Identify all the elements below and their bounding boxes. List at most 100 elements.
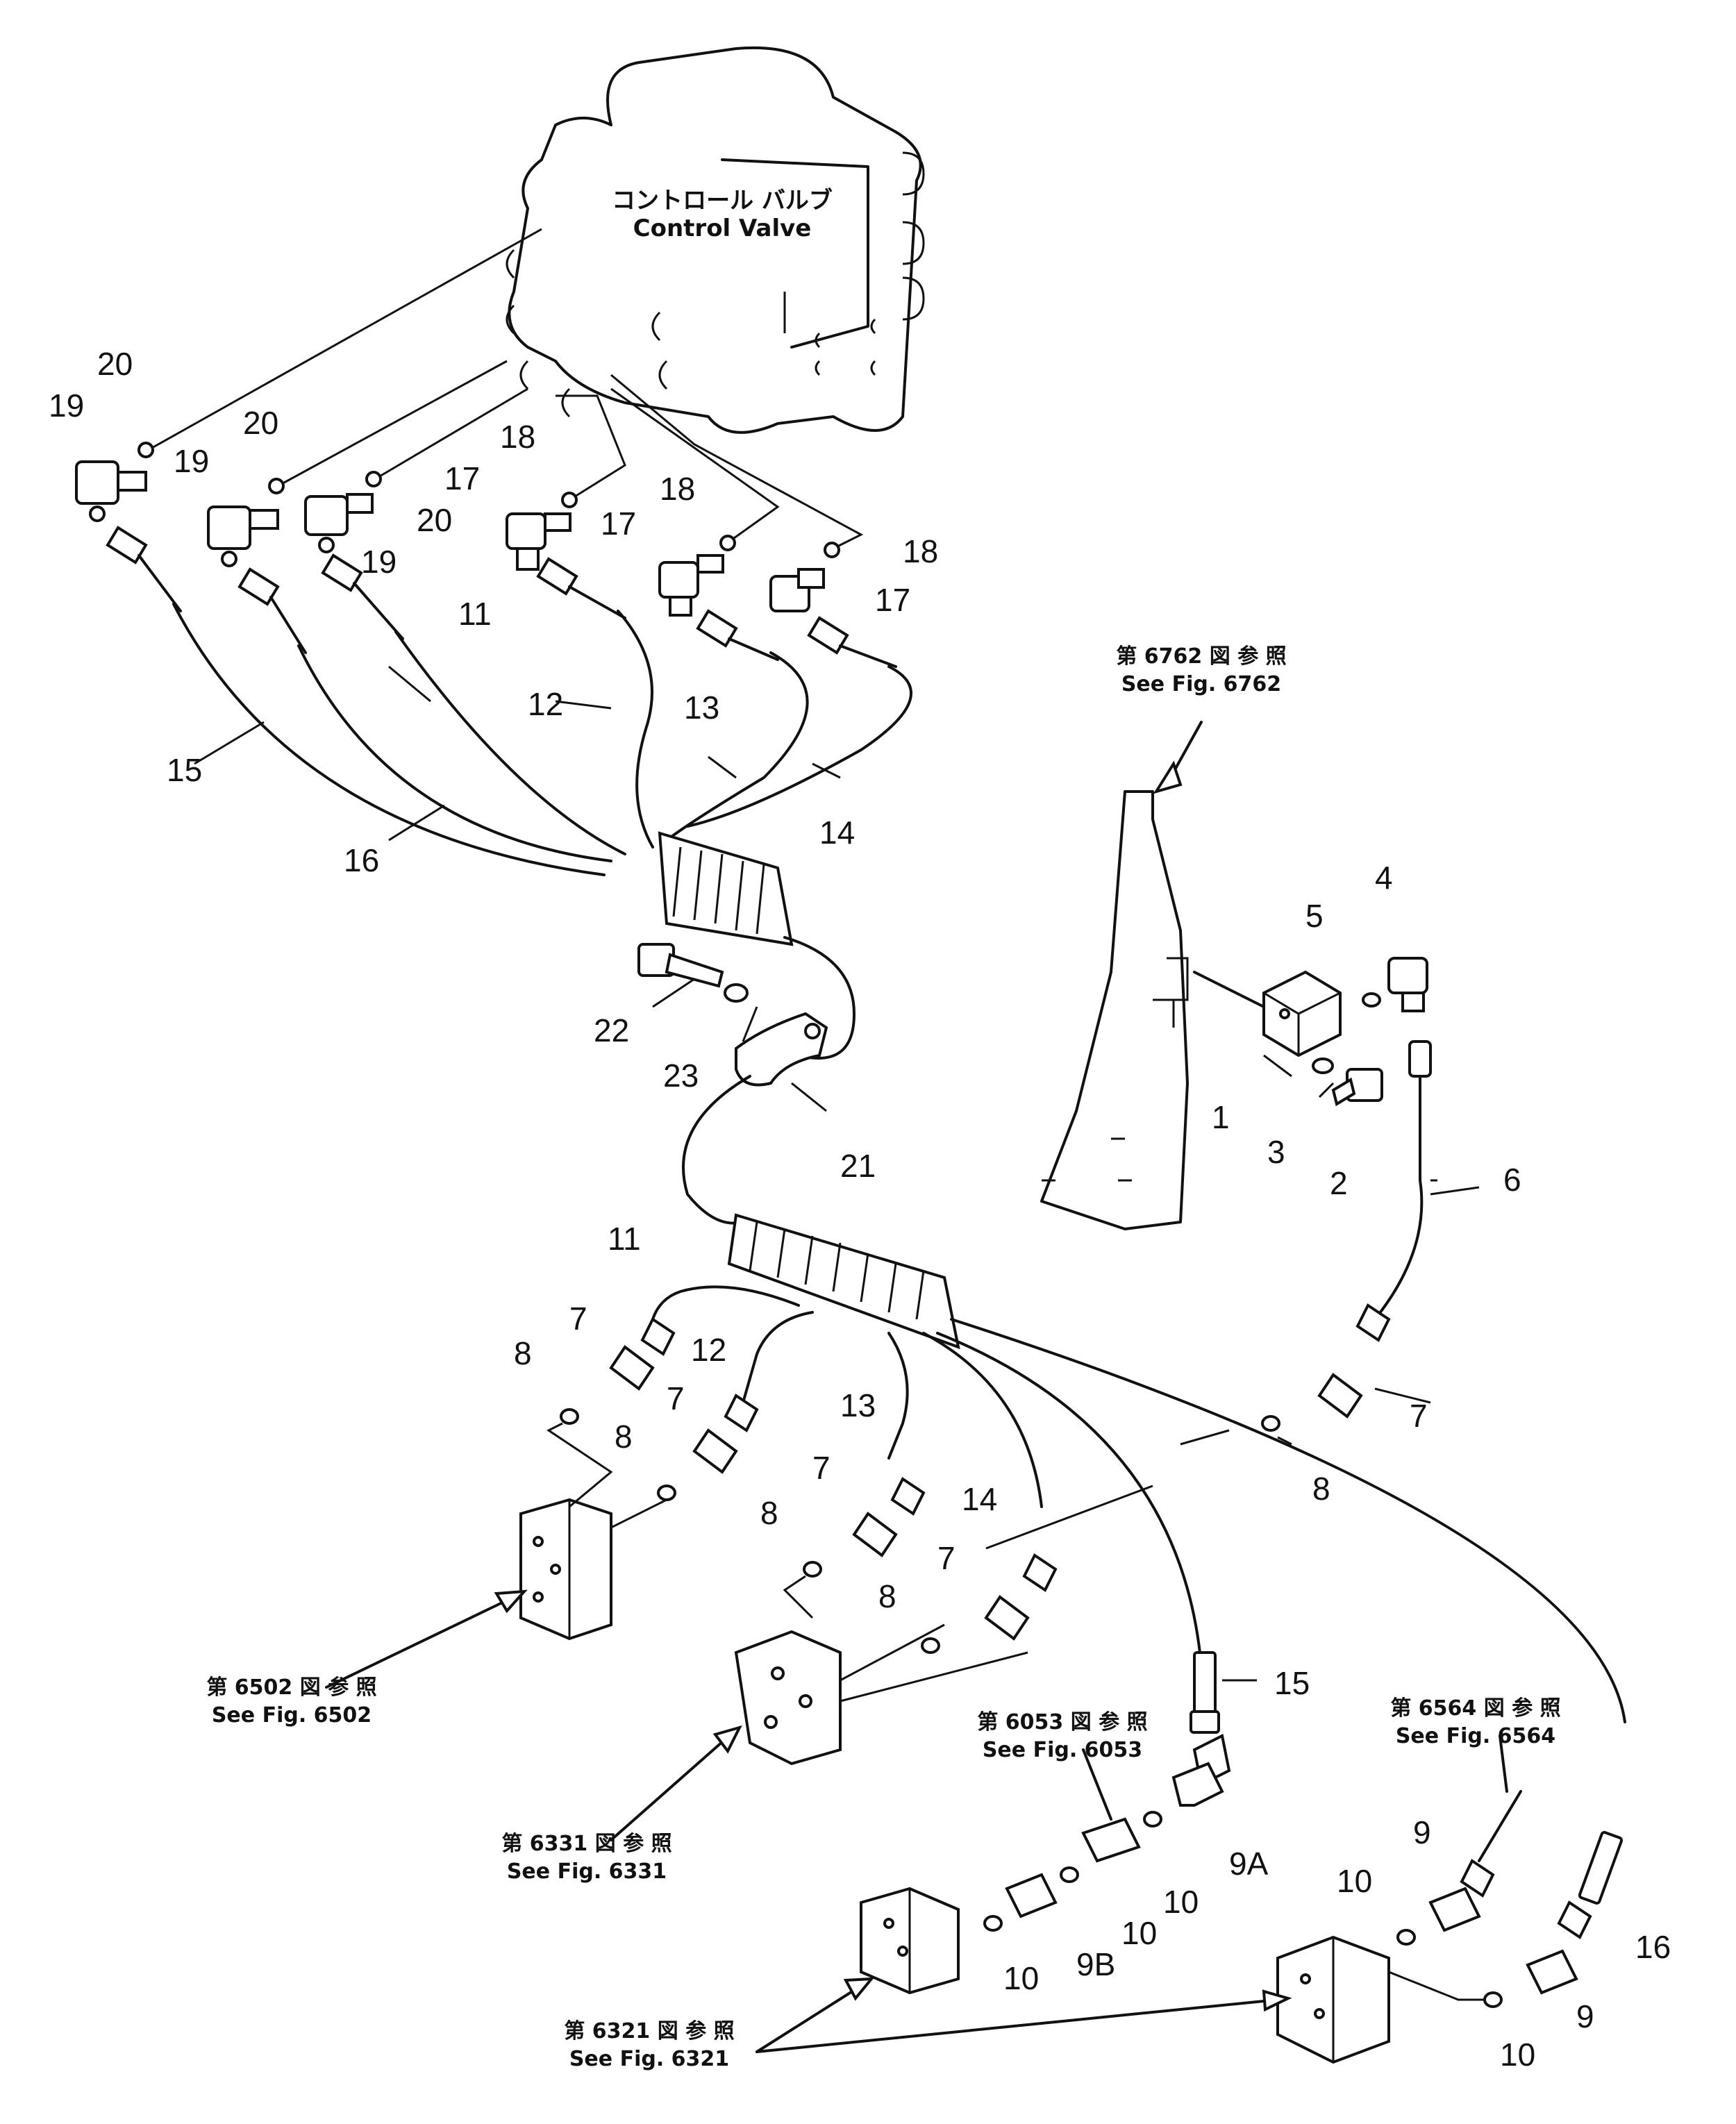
callout-20-c: 20 xyxy=(417,502,452,538)
callout-14-a: 14 xyxy=(819,814,855,851)
callout-19-b: 19 xyxy=(174,443,209,479)
ref-fig6321-en: See Fig. 6321 xyxy=(569,2047,729,2071)
callout-23: 23 xyxy=(663,1057,699,1094)
callout-12-a: 12 xyxy=(528,686,563,722)
valve-6331 xyxy=(734,1429,1230,1766)
control-valve-label-en: Control Valve xyxy=(633,215,812,242)
callout-10-c: 10 xyxy=(1003,1960,1039,1996)
o-ring-10-c xyxy=(983,1915,1003,1932)
callout-9B: 9B xyxy=(1076,1946,1115,1982)
adapter-6053 xyxy=(1081,1817,1141,1863)
right-lower-fittings xyxy=(1388,1790,1624,2008)
elbow-fitting-17-a xyxy=(506,512,571,571)
elbow-fitting-4 xyxy=(1387,957,1428,1012)
callout-16-b: 16 xyxy=(1635,1929,1671,1965)
block-1 xyxy=(1193,970,1342,1057)
o-ring-5 xyxy=(1362,992,1381,1007)
elbow-fitting-19-a xyxy=(75,460,147,522)
leader-lines-top xyxy=(145,228,864,550)
ref-fig6762-en: See Fig. 6762 xyxy=(1121,672,1281,696)
callout-20-b: 20 xyxy=(243,405,278,441)
block-6321-right xyxy=(1276,1935,1390,2064)
control-valve-label-jp: コントロール バルブ xyxy=(612,187,833,215)
bracket-6762 xyxy=(1040,790,1189,1230)
o-ring-18-c xyxy=(824,542,840,558)
callout-16-a: 16 xyxy=(344,842,379,878)
callout-10-d: 10 xyxy=(1337,1863,1372,1899)
ref-fig6502-jp: 第 6502 図 参 照 xyxy=(206,1675,376,1700)
valve-block-6502 xyxy=(519,1422,667,1641)
fitting-9B xyxy=(1005,1873,1058,1918)
callout-17-a: 17 xyxy=(444,460,480,496)
callout-19-a: 19 xyxy=(49,387,84,424)
ref-fig6564-en: See Fig. 6564 xyxy=(1396,1724,1555,1748)
o-ring-10-b xyxy=(1060,1866,1079,1883)
callout-9-b: 9 xyxy=(1576,1998,1594,2034)
elbow-fitting-19-c xyxy=(304,493,374,553)
callout-11-b: 11 xyxy=(608,1221,641,1257)
callout-5: 5 xyxy=(1305,898,1324,934)
o-ring-18-a xyxy=(561,492,578,508)
callout-20-a: 20 xyxy=(97,346,133,382)
elbow-fitting-9A xyxy=(1171,1762,1224,1807)
control-valve-body xyxy=(506,46,925,434)
callout-18-a: 18 xyxy=(500,419,535,455)
callout-18-c: 18 xyxy=(903,533,938,569)
callout-14-b: 14 xyxy=(962,1481,997,1517)
ref-fig6502-en: See Fig. 6502 xyxy=(212,1703,372,1728)
callout-9-a: 9 xyxy=(1413,1814,1431,1850)
elbow-fitting-19-b xyxy=(207,505,279,567)
callout-4: 4 xyxy=(1375,860,1393,896)
o-ring-10-a xyxy=(1143,1811,1162,1828)
callout-10-a: 10 xyxy=(1163,1884,1199,1920)
callout-8-b: 8 xyxy=(615,1419,633,1455)
ref-fig6321: 第 6321 図 参 照 See Fig. 6321 xyxy=(564,2019,734,2071)
elbow-fitting-17-c xyxy=(769,568,825,612)
hose-bundle-upper xyxy=(172,603,912,1060)
ref-fig6331-en: See Fig. 6331 xyxy=(507,1859,667,1884)
callout-8-e: 8 xyxy=(1312,1471,1330,1507)
bolt-22 xyxy=(637,943,724,988)
bolt-2 xyxy=(1331,1068,1383,1107)
o-ring-20-c xyxy=(365,471,382,487)
callout-10-b: 10 xyxy=(1121,1915,1157,1951)
ref-fig6053: 第 6053 図 参 照 See Fig. 6053 xyxy=(977,1710,1147,1762)
callout-7-d: 7 xyxy=(937,1540,955,1576)
callout-13-b: 13 xyxy=(840,1387,876,1423)
callout-6: 6 xyxy=(1503,1162,1521,1198)
callout-7-c: 7 xyxy=(812,1450,831,1486)
callout-8-d: 8 xyxy=(878,1578,896,1614)
washer-3 xyxy=(1312,1057,1334,1074)
callout-22: 22 xyxy=(594,1012,629,1048)
callout-15-a: 15 xyxy=(167,752,202,788)
callout-12-b: 12 xyxy=(691,1332,726,1368)
callout-7-a: 7 xyxy=(569,1301,587,1337)
callout-19-c: 19 xyxy=(361,544,397,580)
callout-11-a: 11 xyxy=(458,596,492,632)
ref-fig6502: 第 6502 図 参 照 See Fig. 6502 xyxy=(206,1675,376,1728)
ref-fig6762: 第 6762 図 参 照 See Fig. 6762 xyxy=(1116,644,1286,696)
callout-3: 3 xyxy=(1267,1134,1285,1170)
callout-2: 2 xyxy=(1330,1165,1348,1201)
hose-bundle-lower xyxy=(651,1213,1626,1723)
callout-8-c: 8 xyxy=(760,1495,778,1531)
callout-15-b: 15 xyxy=(1274,1665,1310,1701)
callout-18-b: 18 xyxy=(660,471,695,507)
ref-fig6564: 第 6564 図 参 照 See Fig. 6564 xyxy=(1390,1696,1560,1748)
ref-fig6053-en: See Fig. 6053 xyxy=(983,1738,1142,1762)
hose-6 xyxy=(1355,1040,1432,1342)
ref-fig6762-jp: 第 6762 図 参 照 xyxy=(1116,644,1286,669)
callout-10-e: 10 xyxy=(1500,2037,1535,2073)
callout-13-a: 13 xyxy=(684,689,719,726)
reference-arrows xyxy=(325,721,1508,2053)
o-ring-20-a xyxy=(137,442,154,458)
callout-8-a: 8 xyxy=(514,1335,532,1371)
lower-fittings xyxy=(609,1317,1363,1641)
ref-fig6564-jp: 第 6564 図 参 照 xyxy=(1390,1696,1560,1721)
o-ring-18-b xyxy=(719,535,736,551)
callout-17-c: 17 xyxy=(875,582,910,618)
callout-7-b: 7 xyxy=(667,1380,685,1416)
ref-fig6321-jp: 第 6321 図 参 照 xyxy=(564,2019,734,2043)
block-6321-left xyxy=(860,1887,960,1995)
